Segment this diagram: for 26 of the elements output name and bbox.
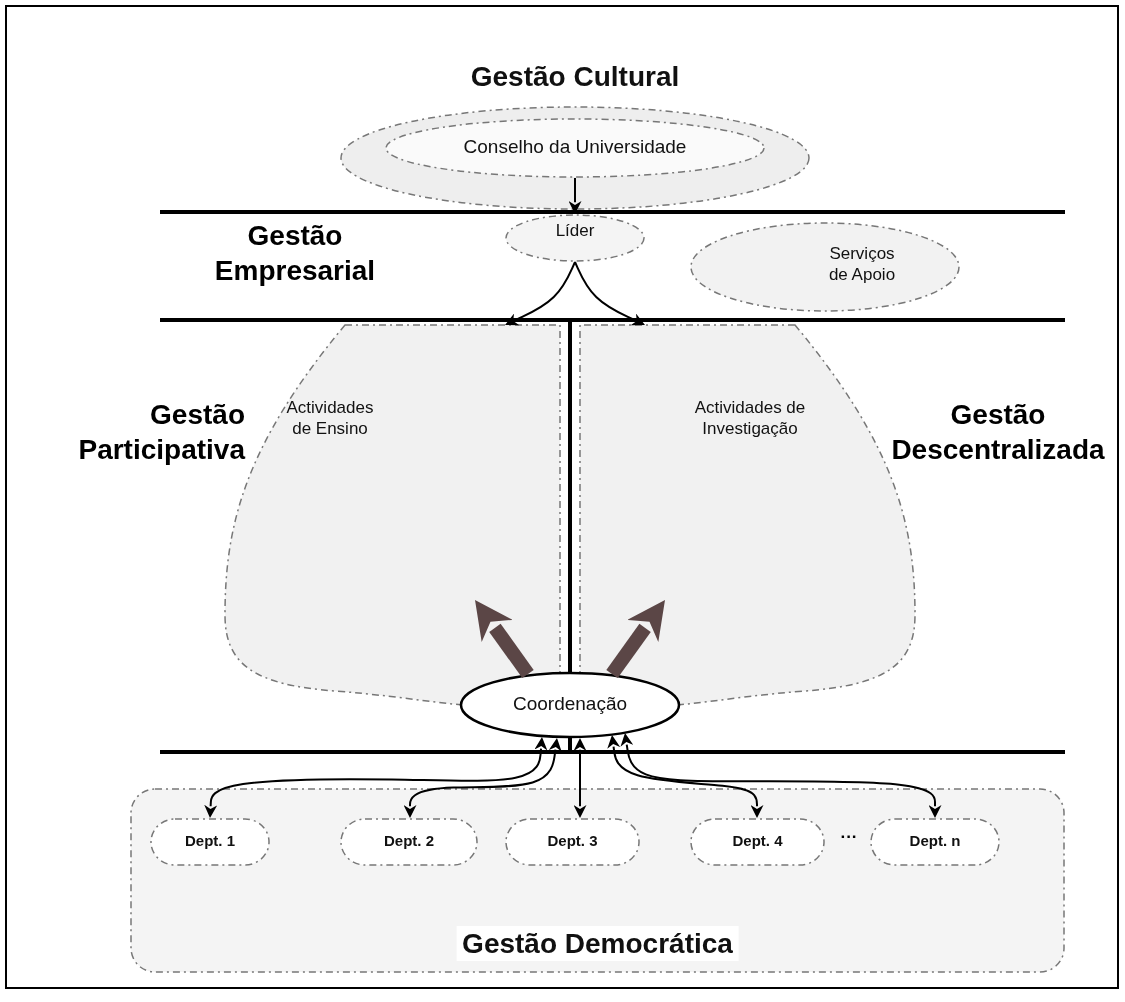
node-label: Dept. 4 (731, 832, 784, 851)
section-label: Gestão Participativa (77, 398, 245, 467)
thick-arrow (606, 600, 665, 679)
double-arrow (607, 735, 764, 818)
section-heading: Gestão Democrática (456, 926, 739, 961)
node-label: Coordenação (511, 692, 629, 716)
arrow (574, 261, 645, 326)
arrow (505, 261, 576, 326)
node-label: Actividades de Investigação (693, 397, 807, 440)
node-label: Actividades de Ensino (285, 397, 375, 440)
node-label: Dept. n (908, 832, 962, 851)
section-label: Gestão Empresarial (213, 219, 377, 288)
section-label: Gestão Descentralizada (890, 398, 1106, 467)
double-arrow (573, 738, 587, 818)
node-label: Líder (554, 220, 596, 242)
node-label: Serviços de Apoio (827, 243, 897, 286)
double-arrow (620, 733, 942, 818)
ellipsis: ··· (839, 826, 859, 848)
section-heading: Gestão Cultural (469, 60, 681, 94)
node-label: Dept. 1 (184, 832, 236, 851)
double-arrow (403, 738, 562, 818)
node-label: Dept. 2 (383, 832, 435, 851)
node-label: Conselho da Universidade (462, 135, 688, 159)
node-label: Dept. 3 (546, 832, 599, 851)
double-arrow (204, 737, 548, 818)
thick-arrow (475, 600, 534, 679)
